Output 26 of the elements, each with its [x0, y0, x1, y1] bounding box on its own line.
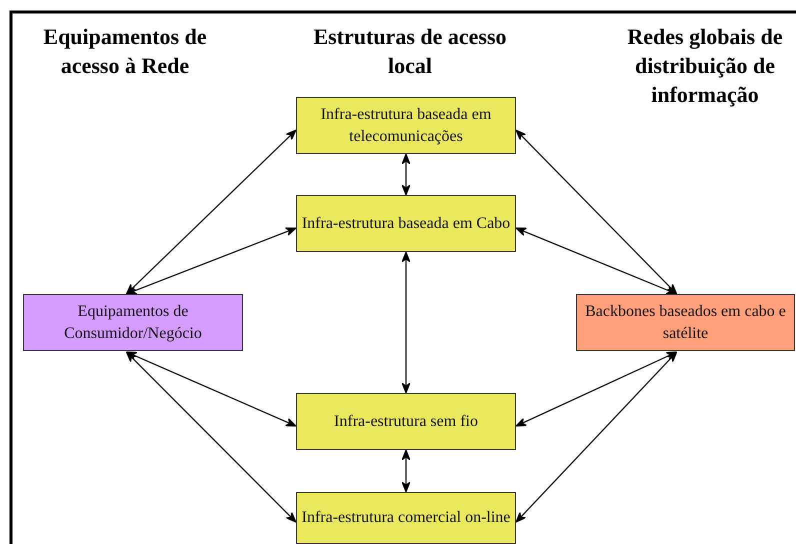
process-box — [296, 393, 516, 450]
double-arrow — [126, 351, 296, 427]
column-heading: Redes globais de distribuição de informação — [626, 23, 784, 109]
double-arrow — [516, 130, 678, 294]
double-arrow — [516, 351, 678, 427]
process-box — [576, 294, 795, 351]
process-box — [296, 97, 516, 154]
double-arrow — [516, 228, 678, 295]
double-arrow — [126, 352, 296, 523]
column-heading: Estruturas de acesso local — [312, 23, 508, 80]
process-box — [296, 195, 516, 252]
double-arrow — [126, 130, 296, 294]
column-heading: Equipamentos de acesso à Rede — [42, 23, 208, 80]
box-text: Equipamentos de Consumidor/Negócio — [63, 302, 203, 344]
double-arrow — [126, 227, 296, 295]
box-text: Infra-estrutura baseada em Cabo — [302, 214, 510, 234]
double-arrow — [516, 352, 678, 523]
box-text: Backbones baseados em cabo e satélite — [584, 302, 787, 344]
process-box — [296, 492, 516, 544]
process-box — [23, 294, 243, 351]
box-text: Infra-estrutura sem fio — [334, 412, 478, 432]
box-text: Infra-estrutura baseada em telecomunicações — [320, 104, 492, 146]
double-arrow — [402, 450, 410, 492]
double-arrow — [402, 154, 410, 196]
double-arrow — [402, 252, 410, 394]
box-text: Infra-estrutura comercial on-line — [302, 508, 510, 528]
